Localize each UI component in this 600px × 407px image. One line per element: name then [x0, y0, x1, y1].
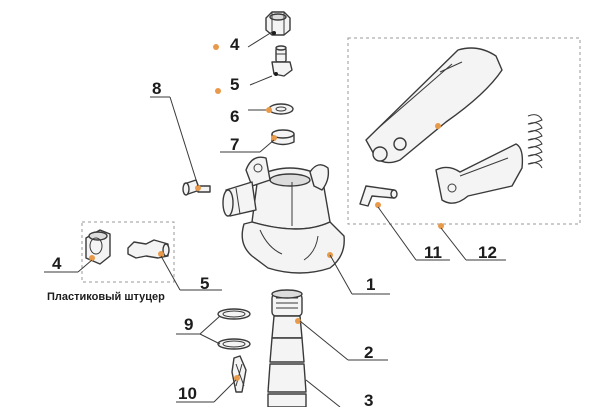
- part-number-1: 1: [366, 275, 375, 294]
- part-9-o-rings: [217, 308, 251, 350]
- part-12-trigger: [435, 143, 524, 204]
- part-5-hose-barb: [271, 45, 293, 77]
- part-number-11: 11: [424, 243, 442, 262]
- part-number-6: 6: [230, 107, 239, 126]
- marker-dot-6: [266, 107, 272, 113]
- marker-dot-4-plastic: [89, 255, 95, 261]
- marker-dot-5: [215, 88, 221, 94]
- plastic-fitting-frame: [81, 221, 175, 283]
- part-12-handle-lever: [365, 47, 503, 164]
- part-1-coupler-body: [222, 156, 345, 274]
- part-number-3: 3: [364, 391, 373, 407]
- part-10-clip: [231, 355, 247, 393]
- marker-dot-2: [295, 318, 301, 324]
- marker-dot-12: [438, 223, 444, 229]
- part-3-bottom-sleeve: [267, 363, 307, 407]
- part-number-4: 4: [230, 35, 240, 54]
- part-5-plastic-barb: [127, 239, 170, 259]
- part-2-probe: [269, 289, 305, 363]
- marker-dot-10: [234, 375, 240, 381]
- handle-set-frame: [347, 37, 581, 225]
- part-number-5: 5: [230, 75, 239, 94]
- part-number-4-plastic: 4: [52, 254, 62, 273]
- part-7-seal: [271, 129, 295, 146]
- part-number-2: 2: [364, 343, 373, 362]
- marker-dot-4: [213, 44, 219, 50]
- part-number-12: 12: [478, 243, 497, 262]
- part-number-5-plastic: 5: [200, 274, 209, 293]
- part-11-pin: [359, 185, 398, 207]
- plastic-fitting-caption: Пластиковый штуцер: [47, 291, 165, 303]
- part-number-10: 10: [178, 384, 197, 403]
- marker-dot-5-plastic: [158, 251, 164, 257]
- part-4-nut: [265, 11, 291, 36]
- marker-dot-8: [195, 185, 201, 191]
- marker-dot-11: [375, 202, 381, 208]
- part-number-7: 7: [230, 135, 239, 154]
- part-number-8: 8: [152, 79, 161, 98]
- part-6-washer: [268, 103, 294, 115]
- marker-dot-7: [271, 135, 277, 141]
- part-number-9: 9: [184, 315, 193, 334]
- part-12-spring: [527, 114, 543, 169]
